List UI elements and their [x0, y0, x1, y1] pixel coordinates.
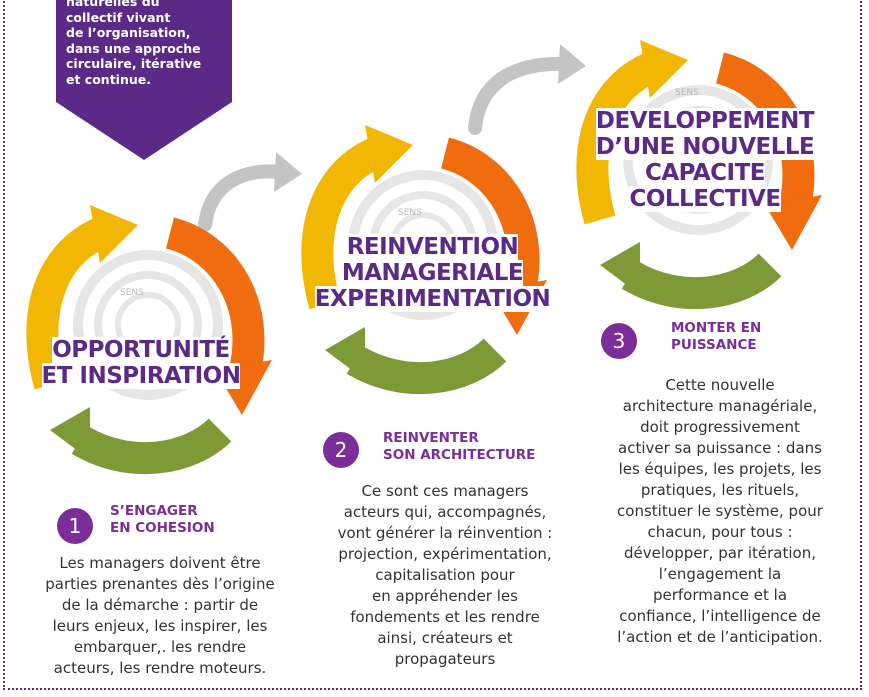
text-line: pratiques, les rituels, — [640, 481, 800, 499]
step-3-badge: 3 — [601, 323, 637, 359]
connector-arrow-2 — [468, 56, 573, 135]
step-title-line: EN COHESION — [110, 520, 215, 536]
text-line: acteurs qui, accompagnés, — [343, 503, 547, 521]
text-line: Cette nouvelle — [665, 376, 775, 394]
text-line: projection, expérimentation, — [338, 545, 552, 563]
title-line: ET INSPIRATION — [41, 363, 241, 389]
step-title-line: MONTER EN — [671, 320, 762, 336]
banner-line: de l’organisation, — [66, 25, 191, 40]
text-line: capitalisation pour — [375, 566, 515, 584]
title-line: MANAGERIALE — [341, 260, 524, 286]
title-line: D’UNE NOUVELLE — [595, 134, 815, 160]
step-1-title: S’ENGAGER EN COHESION — [110, 503, 215, 537]
ring-label: SENS — [675, 88, 699, 98]
text-line: Les managers doivent être — [59, 554, 261, 572]
text-line: activer sa puissance : dans — [618, 439, 822, 457]
step-title-line: PUISSANCE — [671, 337, 757, 353]
text-line: vont générer la réinvention : — [337, 524, 553, 542]
banner-line: collectif vivant — [66, 9, 171, 25]
step-title-line: REINVENTER — [383, 430, 479, 446]
step-2-text: Ce sont ces managers acteurs qui, accomp… — [300, 481, 590, 670]
step-title-line: S’ENGAGER — [110, 503, 198, 519]
title-line: EXPERIMENTATION — [314, 286, 551, 312]
text-line: en appréhender les — [372, 587, 518, 605]
step-1-badge: 1 — [57, 508, 93, 544]
banner-line: et continue. — [66, 71, 151, 87]
text-line: ainsi, créateurs et — [377, 629, 513, 647]
step-title-line: SON ARCHITECTURE — [383, 447, 536, 463]
step-3-text: Cette nouvelle architecture managériale,… — [585, 375, 855, 648]
text-line: développer, par itération, — [624, 544, 816, 562]
ring-label: SENS — [398, 208, 422, 218]
title-line: COLLECTIVE — [629, 186, 781, 212]
text-line: leurs enjeux, les inspirer, les — [52, 617, 268, 635]
text-line: constituer le système, pour — [617, 502, 823, 520]
text-line: chacun, pour tous : — [647, 523, 793, 541]
text-line: parties prenantes dès l’origine — [45, 575, 275, 593]
ring-label: SENS — [120, 288, 144, 298]
step-1-text: Les managers doivent être parties prenan… — [10, 553, 310, 679]
text-line: embarquer,. les rendre — [73, 638, 247, 656]
text-line: de la démarche : partir de — [61, 596, 259, 614]
step-2-title: REINVENTER SON ARCHITECTURE — [383, 430, 535, 464]
text-line: propagateurs — [394, 650, 496, 668]
text-line: Ce sont ces managers — [361, 482, 529, 500]
banner-line: naturelles du — [66, 0, 160, 9]
banner-line: circulaire, itérative — [66, 56, 202, 71]
title-line: DEVELOPPEMENT — [595, 108, 815, 134]
stage-1-title: OPPORTUNITÉ ET INSPIRATION — [26, 337, 256, 389]
text-line: doit progressivement — [640, 418, 800, 436]
cycle-1-graphic — [26, 205, 272, 475]
banner-line: dans une approche — [66, 40, 201, 56]
text-line: acteurs, les rendre moteurs. — [53, 659, 267, 677]
text-line: l’engagement la — [658, 565, 782, 583]
text-line: fondements et les rendre — [350, 608, 540, 626]
connector-arrow-1 — [198, 164, 289, 232]
banner-text: naturelles du collectif vivant de l’orga… — [66, 0, 226, 87]
stage-2-title: REINVENTION MANAGERIALE EXPERIMENTATION — [300, 234, 565, 312]
text-line: architecture managériale, — [622, 397, 818, 415]
stage-3-title: DEVELOPPEMENT D’UNE NOUVELLE CAPACITE CO… — [580, 108, 830, 212]
text-line: confiance, l’intelligence de — [619, 607, 821, 625]
step-2-badge: 2 — [323, 432, 359, 468]
text-line: performance et la — [652, 586, 788, 604]
title-line: REINVENTION — [346, 234, 519, 260]
text-line: l’action et de l’anticipation. — [617, 628, 823, 646]
connector-arrowhead-2 — [558, 44, 586, 84]
text-line: les équipes, les projets, les — [618, 460, 822, 478]
banner-shape — [56, 0, 232, 160]
connector-arrowhead-1 — [274, 152, 302, 192]
title-line: OPPORTUNITÉ — [52, 337, 230, 363]
title-line: CAPACITE — [644, 160, 766, 186]
intro-banner: naturelles du collectif vivant de l’orga… — [56, 0, 232, 160]
step-3-title: MONTER EN PUISSANCE — [671, 320, 761, 354]
dotted-frame — [3, 0, 862, 690]
cycle-1: SENS — [20, 185, 280, 485]
